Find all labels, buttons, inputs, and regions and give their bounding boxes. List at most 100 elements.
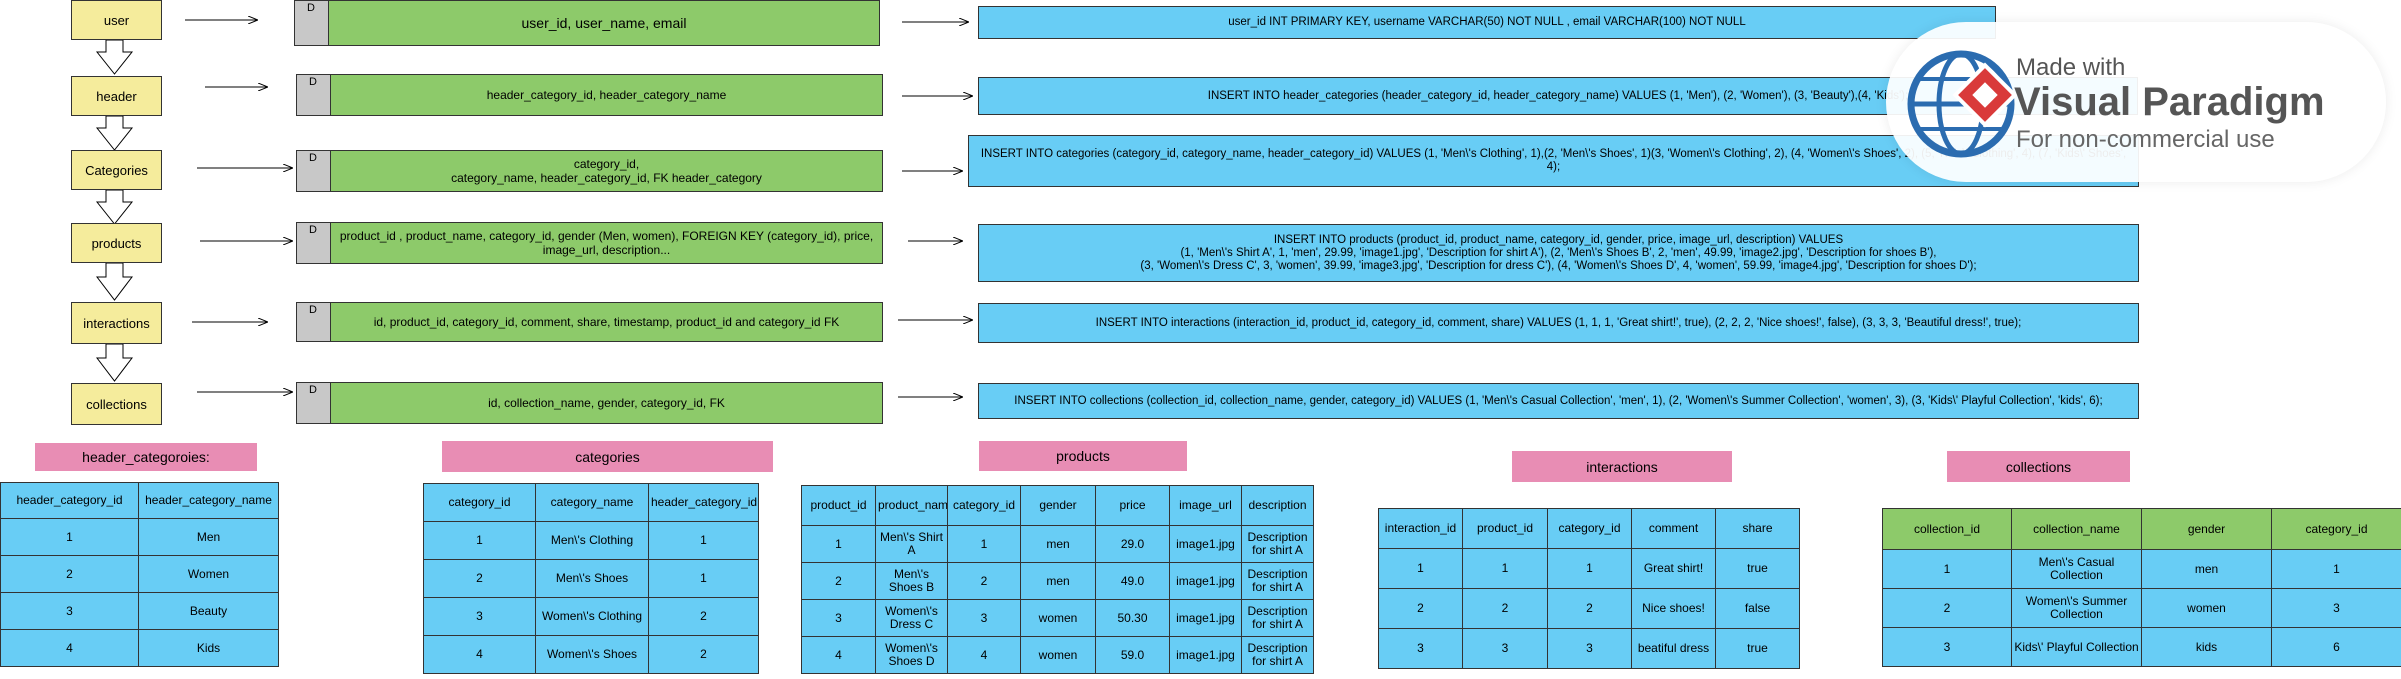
fields-text: id, collection_name, gender, category_id… [330,382,883,424]
fields-text: product_id , product_name, category_id, … [330,222,883,264]
table-cell: Women\'s Shoes D [875,636,948,674]
globe-logo-icon [1907,50,2018,158]
table-cell: 3 [2271,588,2401,628]
table-cell: men [2141,549,2272,589]
column-header: description [1241,485,1314,526]
entity-header[interactable]: header [71,76,162,116]
down-arrow-4 [95,262,134,301]
d-marker: D [309,152,317,164]
entity-interactions[interactable]: interactions [71,302,162,344]
table-cell: 59.0 [1095,636,1170,674]
entity-collections[interactable]: collections [71,383,162,425]
table-cell: 2 [648,635,759,674]
column-header: collection_id [1882,508,2012,550]
table-cell: women [1020,599,1096,637]
entity-products[interactable]: products [71,223,162,263]
table-cell: 1 [648,559,759,598]
sql-collections[interactable]: INSERT INTO collections (collection_id, … [978,383,2139,419]
table-cell: 6 [2271,627,2401,667]
sql-user[interactable]: user_id INT PRIMARY KEY, username VARCHA… [978,6,1996,39]
table-cell: 1 [0,518,139,556]
table-cell: Men\'s Shoes [535,559,649,598]
visual-paradigm-watermark: Made with Visual Paradigm For non-commer… [1886,22,2386,182]
column-header: product_id [801,485,876,526]
table-cell: Description for shirt A [1241,562,1314,600]
table-cell: 1 [1462,548,1548,589]
table-cell: Beauty [138,592,279,630]
fields-products[interactable]: D product_id , product_name, category_id… [296,222,883,264]
fields-header[interactable]: D header_category_id, header_category_na… [296,74,883,116]
table-cell: 4 [423,635,536,674]
table-cell: 2 [1378,588,1463,629]
table-cell: kids [2141,627,2272,667]
column-header: category_id [2271,508,2401,550]
table-cell: Women\'s Dress C [875,599,948,637]
column-header: gender [1020,485,1096,526]
column-header: product_id [1462,508,1548,549]
table-cell: Men\'s Clothing [535,521,649,560]
table-cell: 2 [801,562,876,600]
fields-text: header_category_id, header_category_name [330,74,883,116]
table-cell: 2 [423,559,536,598]
table-cell: 50.30 [1095,599,1170,637]
fields-text: user_id, user_name, email [328,0,880,46]
column-header: header_category_id [0,482,139,519]
column-header: collection_name [2011,508,2142,550]
table-cell: 2 [648,597,759,636]
table-cell: Women [138,555,279,593]
column-header: category_name [535,483,649,522]
table-cell: Women\'s Summer Collection [2011,588,2142,628]
d-marker: D [309,76,317,88]
column-header: price [1095,485,1170,526]
table-cell: 1 [1882,549,2012,589]
title-header-categories: header_categoroies: [35,443,257,471]
column-header: share [1715,508,1800,549]
entity-categories[interactable]: Categories [71,150,162,190]
fields-categories[interactable]: D category_id, category_name, header_cat… [296,150,883,192]
d-marker: D [309,304,317,316]
table-cell: 3 [947,599,1021,637]
table-cell: Women\'s Shoes [535,635,649,674]
sql-products[interactable]: INSERT INTO products (product_id, produc… [978,224,2139,282]
table-cell: men [1020,562,1096,600]
table-cell: Kids [138,629,279,667]
fields-collections[interactable]: D id, collection_name, gender, category_… [296,382,883,424]
entity-user[interactable]: user [71,0,162,40]
fields-user[interactable]: D user_id, user_name, email [294,0,880,46]
table-cell: beatiful dress [1631,628,1716,669]
column-header: category_id [947,485,1021,526]
fields-interactions[interactable]: D id, product_id, category_id, comment, … [296,302,883,342]
entity-label: Categories [85,162,148,178]
table-cell: 1 [2271,549,2401,589]
table-cell: 2 [0,555,139,593]
table-cell: 4 [947,636,1021,674]
entity-label: user [103,12,130,28]
table-cell: Women\'s Clothing [535,597,649,636]
sql-interactions[interactable]: INSERT INTO interactions (interaction_id… [978,303,2139,343]
table-cell: Men\'s Shoes B [875,562,948,600]
